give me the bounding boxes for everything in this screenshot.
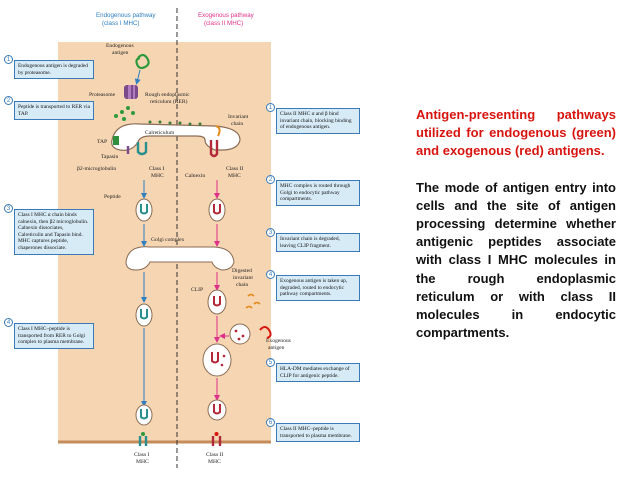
tap-transporter-icon	[113, 136, 119, 145]
right-step-4-number: 4	[266, 270, 275, 279]
right-step-4-box: Exogenous antigen is taken up, degraded,…	[276, 275, 360, 301]
invariant-chain-label-2: chain	[231, 121, 243, 127]
right-step-1-number: 1	[266, 103, 275, 112]
golgi-label: Golgi complex	[151, 237, 185, 243]
left-header: Endogenous pathway	[96, 12, 156, 19]
antigen-arrow	[134, 69, 141, 85]
class1-mhc-label: Class I	[149, 166, 165, 172]
exogenous-antigen-icon	[259, 326, 272, 339]
class2-mhc-er-icon	[209, 125, 221, 158]
peptide-fragments	[114, 106, 135, 121]
left-step-2-box: Peptide is transported to RER via TAP.	[14, 101, 94, 121]
calreticulum-label: Calreticulum	[145, 130, 175, 136]
ribosomes	[148, 120, 202, 126]
surface-class1-mhc-icon	[138, 432, 148, 446]
left-step-4-number: 4	[4, 318, 13, 327]
left-step-3-number: 3	[4, 204, 13, 213]
rer-label-2: reticulum (RER)	[150, 98, 188, 105]
class1-vesicle-1	[135, 198, 153, 222]
surface-class2-mhc-icon	[211, 432, 222, 446]
class1-mhc-label-2: MHC	[151, 173, 164, 179]
b2m-label: β2-microglobulin	[77, 166, 116, 172]
class2-mhc-label-2: MHC	[228, 173, 241, 179]
caption-title: Antigen-presenting pathways utilized for…	[416, 107, 616, 159]
left-step-3-box: Class I MHC α chain binds calnexin, then…	[14, 209, 94, 255]
right-header: Exogenous pathway	[198, 12, 255, 19]
exogenous-antigen-label-2: antigen	[268, 345, 285, 351]
digested-chain-fragments	[245, 293, 261, 309]
calnexin-label: Calnexin	[185, 173, 205, 179]
endogenous-antigen-label: Endogenous	[106, 43, 134, 49]
golgi-complex	[125, 246, 235, 271]
proteasome-icon	[124, 85, 138, 99]
class2-vesicle-1	[208, 198, 226, 222]
class1-mhc-er-icon	[126, 142, 148, 156]
left-step-2-number: 2	[4, 96, 13, 105]
right-step-2-box: MHC complex is routed through Golgi to e…	[276, 180, 360, 206]
peptide-label: Peptide	[104, 194, 121, 200]
class2-vesicle-3	[202, 343, 232, 377]
endogenous-antigen-icon	[135, 53, 150, 70]
right-step-5-number: 5	[266, 358, 275, 367]
tap-label: TAP	[97, 139, 107, 145]
bottom-class2-label: Class II	[206, 452, 223, 458]
left-step-1-number: 1	[4, 55, 13, 64]
class1-vesicle-2	[135, 303, 153, 327]
class1-vesicle-3	[135, 404, 153, 426]
bottom-class1-label: Class I	[134, 452, 150, 458]
left-step-1-box: Endogenous antigen is degraded by protea…	[14, 60, 94, 80]
left-step-4-box: Class I MHC–peptide is transported from …	[14, 323, 94, 349]
right-step-3-box: Invariant chain is degraded, leaving CLI…	[276, 233, 360, 253]
digested-label: Digested	[232, 268, 252, 274]
right-step-5-box: HLA-DM mediates exchange of CLIP for ant…	[276, 363, 360, 383]
antigen-pathway-diagram: Endogenous pathway (class I MHC) Exogeno…	[4, 8, 360, 468]
tapasin-label: Tapasin	[101, 154, 119, 160]
right-subheader: (class II MHC)	[204, 20, 243, 27]
class2-vesicle-2	[207, 289, 227, 315]
bottom-class2-label-2: MHC	[208, 459, 221, 465]
right-step-3-number: 3	[266, 228, 275, 237]
caption-body: The mode of antigen entry into cells and…	[416, 179, 616, 341]
right-step-6-number: 6	[266, 418, 275, 427]
clip-label: CLIP	[191, 287, 203, 293]
right-step-1-box: Class II MHC α and β bind invariant chai…	[276, 108, 360, 134]
exogenous-antigen-label: Exogenous	[266, 338, 291, 344]
right-step-6-box: Class II MHC–peptide is transported to p…	[276, 423, 360, 443]
endogenous-antigen-label-2: antigen	[112, 50, 129, 56]
right-step-2-number: 2	[266, 175, 275, 184]
class2-vesicle-4	[207, 399, 227, 421]
rer-label: Rough endoplasmic	[145, 92, 190, 98]
invariant-chain-label: Invariant	[228, 114, 249, 120]
digested-label-3: chain	[236, 282, 248, 288]
bottom-class1-label-2: MHC	[136, 459, 149, 465]
proteasome-label: Proteasome	[89, 92, 116, 98]
digested-label-2: invariant	[233, 275, 253, 281]
endosome	[229, 323, 251, 345]
left-subheader: (class I MHC)	[102, 20, 139, 27]
caption: Antigen-presenting pathways utilized for…	[416, 106, 616, 342]
class2-mhc-label: Class II	[226, 166, 243, 172]
